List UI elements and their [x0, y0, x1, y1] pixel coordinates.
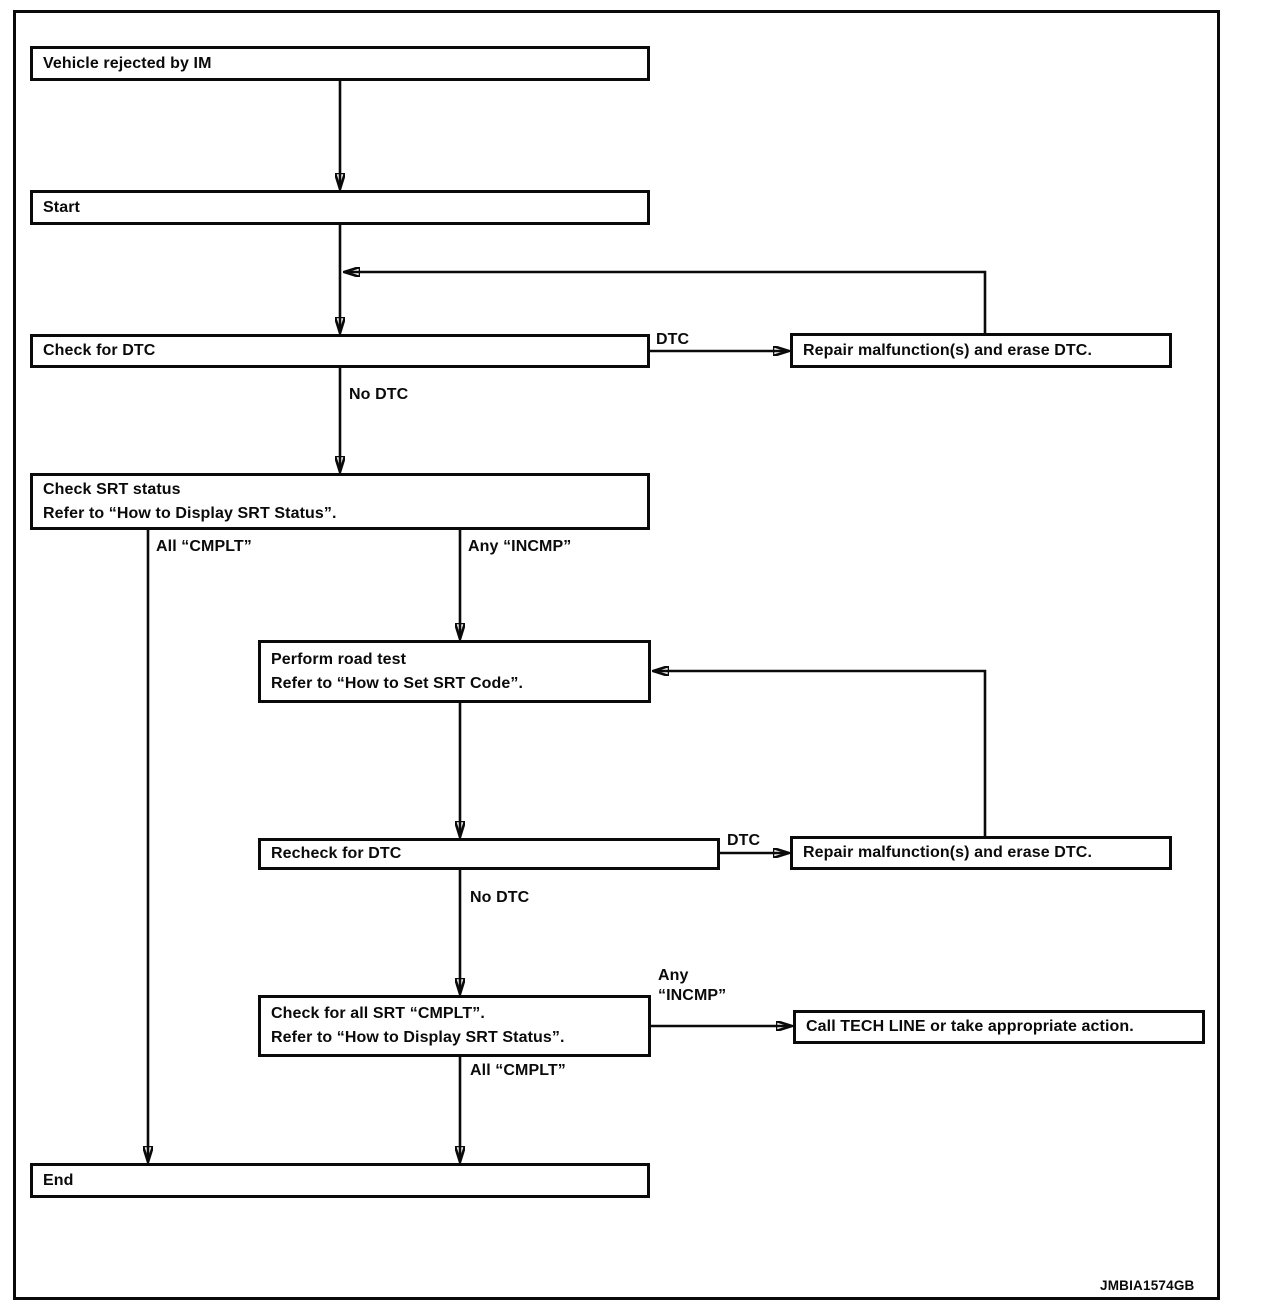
- node-recheck-dtc-label: Recheck for DTC: [271, 845, 402, 862]
- node-check-srt-status-line1: Check SRT status: [43, 480, 181, 498]
- edge-label-all-cmplt-2: All “CMPLT”: [470, 1062, 566, 1079]
- node-recheck-dtc: Recheck for DTC: [258, 838, 720, 870]
- edge-label-no-dtc-2: No DTC: [470, 889, 530, 906]
- node-perform-road-test: Perform road test Refer to “How to Set S…: [258, 640, 651, 703]
- edge-label-no-dtc-1: No DTC: [349, 386, 409, 403]
- node-check-all-srt-cmplt-line1: Check for all SRT “CMPLT”.: [271, 1005, 485, 1022]
- node-repair-erase-dtc-2-label: Repair malfunction(s) and erase DTC.: [803, 844, 1092, 861]
- node-vehicle-rejected: Vehicle rejected by IM: [30, 46, 650, 81]
- node-check-all-srt-cmplt-line2: Refer to “How to Display SRT Status”.: [271, 1029, 565, 1046]
- node-call-tech-line: Call TECH LINE or take appropriate actio…: [793, 1010, 1205, 1044]
- figure-code: JMBIA1574GB: [1100, 1278, 1195, 1293]
- node-call-tech-line-label: Call TECH LINE or take appropriate actio…: [806, 1018, 1134, 1035]
- node-check-dtc-label: Check for DTC: [43, 342, 156, 359]
- edge-label-all-cmplt-1: All “CMPLT”: [156, 538, 252, 555]
- node-start-label: Start: [43, 198, 80, 216]
- node-start: Start: [30, 190, 650, 225]
- node-check-all-srt-cmplt: Check for all SRT “CMPLT”. Refer to “How…: [258, 995, 651, 1057]
- node-end: End: [30, 1163, 650, 1198]
- node-repair-erase-dtc-1-label: Repair malfunction(s) and erase DTC.: [803, 341, 1092, 359]
- edge-label-any-incmp-1: Any “INCMP”: [468, 538, 572, 555]
- edge-label-any-incmp-2-line1: Any: [658, 967, 689, 984]
- edge-label-any-incmp-2-line2: “INCMP”: [658, 987, 727, 1004]
- node-end-label: End: [43, 1171, 74, 1189]
- node-check-srt-status-line2: Refer to “How to Display SRT Status”.: [43, 504, 337, 522]
- connector-repair1-loop-back: [344, 272, 987, 333]
- node-repair-erase-dtc-1: Repair malfunction(s) and erase DTC.: [790, 333, 1172, 368]
- edge-label-any-incmp-2: Any “INCMP”: [658, 966, 726, 1006]
- node-perform-road-test-line1: Perform road test: [271, 650, 407, 668]
- edge-label-dtc-2: DTC: [727, 832, 761, 849]
- node-perform-road-test-line2: Refer to “How to Set SRT Code”.: [271, 674, 523, 692]
- edge-label-dtc-1: DTC: [656, 331, 690, 348]
- connector-repair2-loop-to-road-test: [653, 671, 987, 836]
- node-check-dtc: Check for DTC: [30, 334, 650, 368]
- node-vehicle-rejected-label: Vehicle rejected by IM: [43, 54, 212, 72]
- diagram-border: [13, 10, 1220, 1300]
- node-repair-erase-dtc-2: Repair malfunction(s) and erase DTC.: [790, 836, 1172, 870]
- node-check-srt-status: Check SRT status Refer to “How to Displa…: [30, 473, 650, 530]
